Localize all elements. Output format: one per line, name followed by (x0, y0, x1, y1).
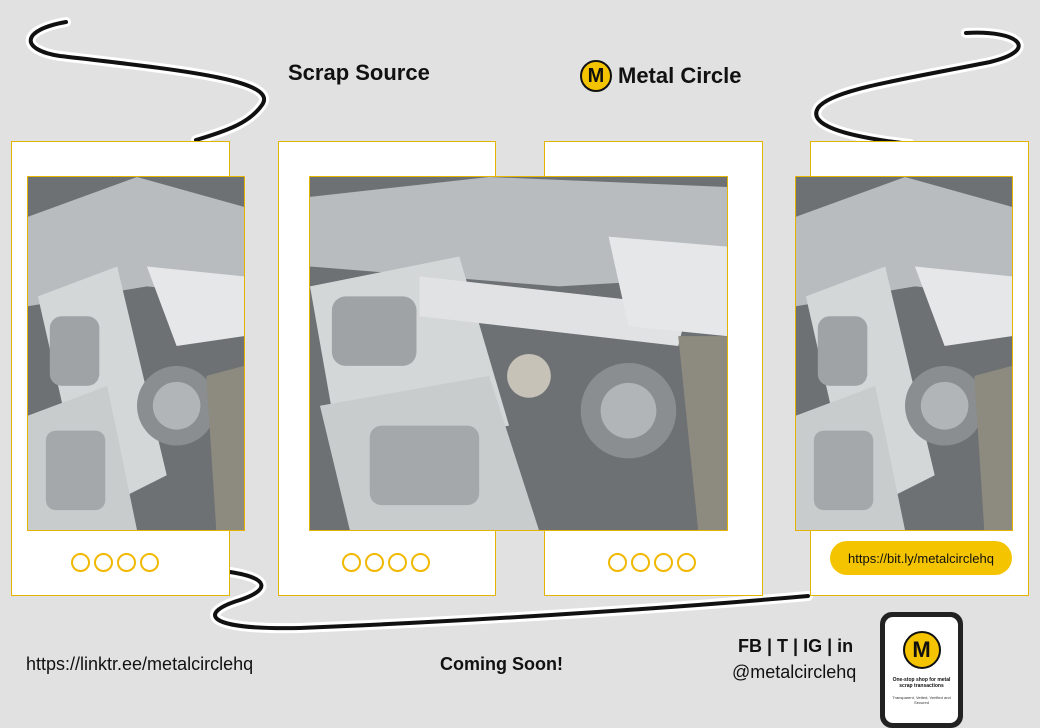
dot-icon (94, 553, 113, 572)
phone-screen: M One-stop shop for metal scrap transact… (885, 617, 958, 723)
dot-icon (411, 553, 430, 572)
dot-icon (365, 553, 384, 572)
linktree-link[interactable]: https://linktr.ee/metalcirclehq (26, 654, 254, 674)
social-links: FB | T | IG | in (738, 636, 854, 656)
rating-dots (71, 553, 159, 572)
rating-dots (608, 553, 696, 572)
dot-icon (71, 553, 90, 572)
scrap-metal-photo (27, 176, 245, 531)
phone-mockup: M One-stop shop for metal scrap transact… (880, 612, 963, 728)
metal-circle-brand: M Metal Circle (580, 60, 742, 92)
dot-icon (677, 553, 696, 572)
coming-soon-label: Coming Soon! (440, 654, 563, 674)
dot-icon (342, 553, 361, 572)
dot-icon (117, 553, 136, 572)
brand-name: Metal Circle (618, 63, 742, 88)
metal-circle-logo-icon: M (580, 60, 612, 92)
dot-icon (608, 553, 627, 572)
dot-icon (654, 553, 673, 572)
phone-subline: Transparent, Vetted, Verified and Secure… (892, 695, 951, 705)
metal-circle-logo-icon: M (902, 631, 941, 669)
dot-icon (140, 553, 159, 572)
rating-dots (342, 553, 430, 572)
scrap-source-title: Scrap Source (288, 60, 430, 85)
dot-icon (631, 553, 650, 572)
scrap-metal-photo (309, 176, 728, 531)
social-handle: @metalcirclehq (732, 662, 857, 682)
dot-icon (388, 553, 407, 572)
phone-tagline: One-stop shop for metal scrap transactio… (892, 677, 951, 689)
scrap-metal-photo (795, 176, 1013, 531)
bitly-link-button[interactable]: https://bit.ly/metalcirclehq (830, 541, 1012, 575)
